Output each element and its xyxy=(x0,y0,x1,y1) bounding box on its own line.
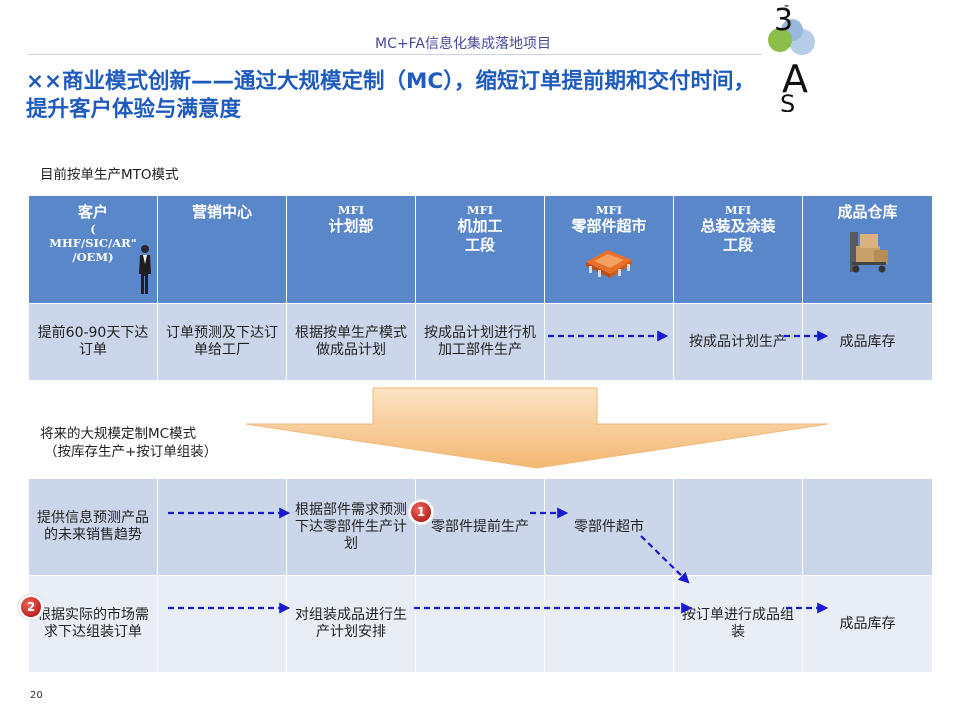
main-title-line-2: 提升客户体验与满意度 xyxy=(26,97,242,122)
mc-r1-col6 xyxy=(673,478,803,576)
mc-r2-col4 xyxy=(415,575,545,673)
mc-r2-finished-stock: 成品库存 xyxy=(802,575,933,673)
main-title: ××商业模式创新——通过大规模定制（MC），缩短订单提前期和交付时间， 提升客户… xyxy=(26,68,936,124)
mto-cell-warehouse: 成品库存 xyxy=(802,303,933,381)
mto-label: 目前按单生产MTO模式 xyxy=(40,167,179,183)
svg-text:3: 3 xyxy=(774,3,793,38)
mc-r1-parts-production: 零部件提前生产 xyxy=(415,478,545,576)
svg-text:-: - xyxy=(784,0,789,14)
project-title: MC+FA信息化集成落地项目 xyxy=(375,36,551,52)
mto-cell-machining: 按成品计划进行机加工部件生产 xyxy=(415,303,545,381)
mc-label-line-2: （按库存生产+按订单组装） xyxy=(44,444,218,460)
mc-r2-col2 xyxy=(157,575,287,673)
mto-header-customer: 客户 ( MHF/SIC/AR" /OEM) xyxy=(28,195,158,304)
mto-header-planning: MFI 计划部 xyxy=(286,195,416,304)
mc-table: 提供信息预测产品的未来销售趋势 根据部件需求预测下达零部件生产计划 零部件提前生… xyxy=(28,478,933,673)
mc-label-line-1: 将来的大规模定制MC模式 xyxy=(40,426,197,442)
mto-cell-customer: 提前60-90天下达订单 xyxy=(28,303,158,381)
mc-r2-assembly-order: 根据实际的市场需求下达组装订单 xyxy=(28,575,158,673)
mc-r2-col5 xyxy=(544,575,674,673)
svg-text:S: S xyxy=(780,90,795,112)
warehouse-boxes-icon xyxy=(849,232,888,273)
mc-r2-assembly-plan: 对组装成品进行生产计划安排 xyxy=(286,575,416,673)
page-number: 20 xyxy=(30,690,43,701)
mto-cell-marketing: 订单预测及下达订单给工厂 xyxy=(157,303,287,381)
main-title-line-1: ××商业模式创新——通过大规模定制（MC），缩短订单提前期和交付时间， xyxy=(26,69,755,94)
chip-icon xyxy=(586,250,632,278)
mc-r1-parts-market: 零部件超市 xyxy=(544,478,674,576)
mc-r1-col2 xyxy=(157,478,287,576)
businessperson-icon xyxy=(139,245,151,294)
mto-table: 客户 ( MHF/SIC/AR" /OEM) 营销中心 MFI 计划部 MFI … xyxy=(28,195,933,381)
logo: 3 - A S xyxy=(768,0,815,112)
header-divider xyxy=(28,54,762,55)
mto-header-warehouse: 成品仓库 xyxy=(802,195,933,304)
mto-header-marketing: 营销中心 xyxy=(157,195,287,304)
mto-header-assembly: MFI 总装及涂装 工段 xyxy=(673,195,803,304)
mc-r1-col7 xyxy=(802,478,933,576)
mc-r1-parts-plan: 根据部件需求预测下达零部件生产计划 xyxy=(286,478,416,576)
mto-cell-assembly: 按成品计划生产 xyxy=(673,303,803,381)
mto-header-machining: MFI 机加工 工段 xyxy=(415,195,545,304)
mc-r1-forecast: 提供信息预测产品的未来销售趋势 xyxy=(28,478,158,576)
mto-cell-planning: 根据按单生产模式做成品计划 xyxy=(286,303,416,381)
mto-cell-parts-market xyxy=(544,303,674,381)
mto-header-parts-market: MFI 零部件超市 xyxy=(544,195,674,304)
mc-r2-order-assembly: 按订单进行成品组装 xyxy=(673,575,803,673)
svg-text:A: A xyxy=(782,57,808,101)
